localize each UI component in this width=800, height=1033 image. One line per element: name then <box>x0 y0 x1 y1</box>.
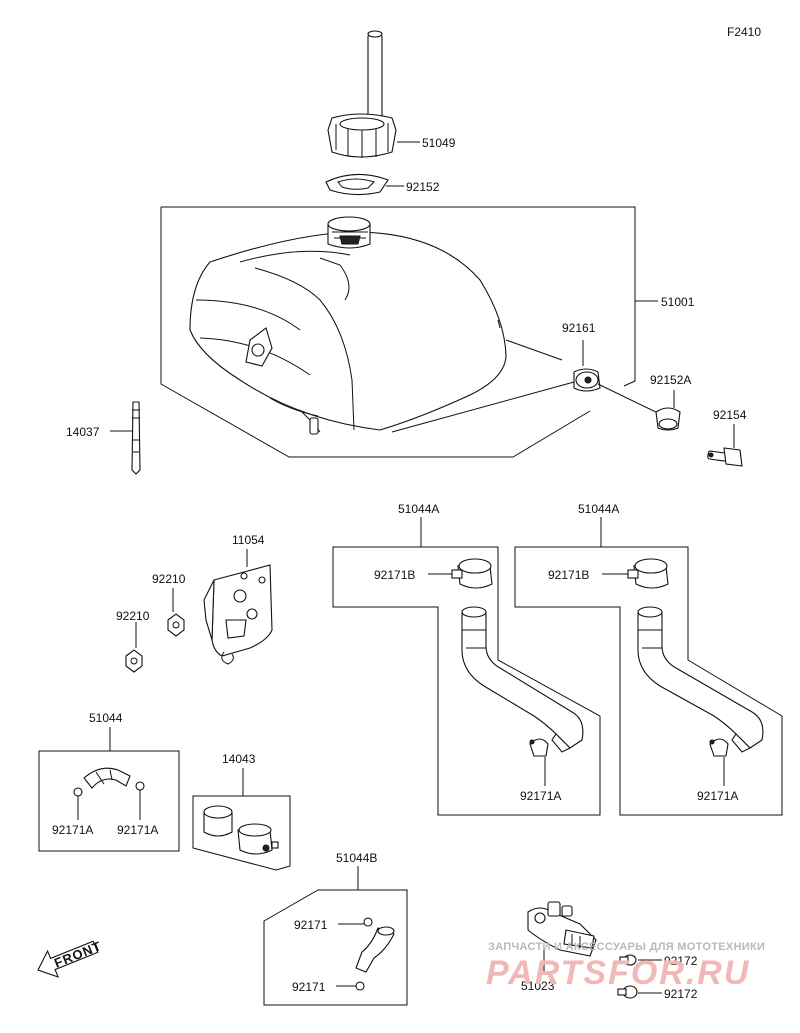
label-51001: 51001 <box>661 295 695 309</box>
bolt-part[interactable] <box>707 447 743 467</box>
front-label: FRONT <box>52 938 104 971</box>
clamp-92171B-1[interactable] <box>451 558 493 589</box>
clamp-92171A-2[interactable] <box>709 738 729 757</box>
label-11054: 11054 <box>232 533 265 547</box>
clamp-92171A-1[interactable] <box>529 738 549 757</box>
screw-92172-1[interactable] <box>619 954 637 966</box>
figure-code: F2410 <box>727 25 761 39</box>
label-92171A-1: 92171A <box>520 789 561 803</box>
fuel-hose-part-1[interactable] <box>461 606 584 753</box>
label-92161: 92161 <box>562 321 596 335</box>
cap-gasket-part[interactable] <box>325 173 389 196</box>
collar-part[interactable] <box>655 407 681 431</box>
label-92152: 92152 <box>406 180 440 194</box>
hose-set-frame-3 <box>38 750 180 852</box>
clamp-92171B-2[interactable] <box>627 558 669 589</box>
bushing-part[interactable] <box>573 368 601 392</box>
label-92210-lower: 92210 <box>116 609 150 623</box>
fuel-tank-part[interactable] <box>189 216 507 435</box>
hose-set-frame-1 <box>332 546 601 816</box>
fuel-hose-part-4[interactable] <box>355 926 395 973</box>
fuel-hose-part-3[interactable] <box>83 767 131 789</box>
hose-set-frame-4 <box>263 889 408 1006</box>
label-51049: 51049 <box>422 136 456 150</box>
label-92171-1: 92171 <box>294 918 328 932</box>
screw-92172-2[interactable] <box>617 985 638 999</box>
label-92172-2: 92172 <box>664 987 698 1001</box>
label-92171A-2: 92171A <box>697 789 738 803</box>
watermark: ЗАПЧАСТИ И АКСЕССУАРЫ ДЛЯ МОТОТЕХНИКИ PA… <box>486 941 765 992</box>
front-direction-arrow: FRONT <box>37 938 104 978</box>
filter-set-frame <box>192 795 291 871</box>
label-51044A-1: 51044A <box>398 502 439 516</box>
label-92210-upper: 92210 <box>152 572 186 586</box>
fuel-tank-frame <box>160 206 636 458</box>
clamp-92171-2[interactable] <box>355 981 365 991</box>
label-92152A: 92152A <box>650 373 691 387</box>
fuel-cock-part[interactable] <box>527 901 597 957</box>
filter-part[interactable] <box>203 805 279 855</box>
hose-set-frame-2 <box>514 546 783 816</box>
fuel-hose-part-2[interactable] <box>637 606 764 753</box>
clamp-92171A-4[interactable] <box>135 781 145 791</box>
label-14043: 14043 <box>222 752 256 766</box>
label-92171A-3: 92171A <box>52 823 93 837</box>
clamp-92171-1[interactable] <box>363 917 373 927</box>
filler-cap-part[interactable] <box>327 30 397 158</box>
label-51044B: 51044B <box>336 851 377 865</box>
label-92171B-1: 92171B <box>374 568 415 582</box>
label-51044: 51044 <box>89 711 123 725</box>
label-14037: 14037 <box>66 425 100 439</box>
label-92172-1: 92172 <box>664 954 698 968</box>
label-51044A-2: 51044A <box>578 502 619 516</box>
watermark-line2: PARTSFOR.RU <box>486 954 750 992</box>
label-51023: 51023 <box>521 979 555 993</box>
strap-part[interactable] <box>131 401 141 475</box>
nut-part-upper[interactable] <box>167 613 185 637</box>
bracket-part[interactable] <box>203 564 273 665</box>
label-92154: 92154 <box>713 408 747 422</box>
label-92171A-4: 92171A <box>117 823 158 837</box>
label-92171B-2: 92171B <box>548 568 589 582</box>
watermark-line1: ЗАПЧАСТИ И АКСЕССУАРЫ ДЛЯ МОТОТЕХНИКИ <box>488 941 765 953</box>
nut-part-lower[interactable] <box>125 649 143 673</box>
label-92171-2: 92171 <box>292 980 326 994</box>
clamp-92171A-3[interactable] <box>73 787 83 797</box>
